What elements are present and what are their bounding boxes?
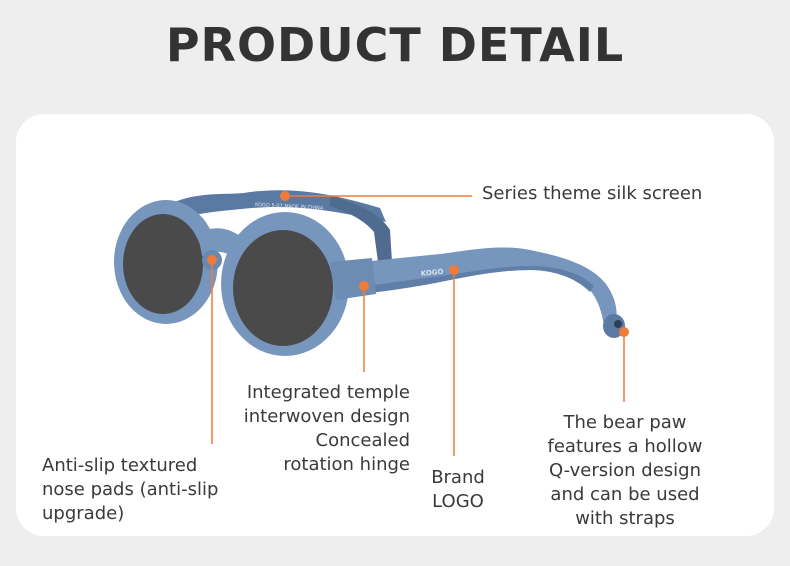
page-title: PRODUCT DETAIL	[165, 18, 625, 72]
hinge	[330, 258, 376, 300]
callout-lines	[211, 195, 625, 456]
callout-series-line-1: Series theme silk screen	[482, 183, 703, 204]
callout-temple-line-1: Integrated temple	[246, 382, 410, 403]
callout-temple-line-4: rotation hinge	[283, 454, 410, 475]
callout-temple-line-2: interwoven design	[243, 406, 410, 427]
callout-paw-line-2: features a hollow	[547, 436, 703, 457]
callout-dots	[207, 191, 629, 337]
callout-temple: Integrated temple interwoven design Conc…	[200, 381, 410, 477]
callout-brand: Brand LOGO	[410, 466, 506, 514]
callout-paw-line-3: Q-version design	[548, 460, 702, 481]
right-lens	[233, 230, 333, 346]
callout-brand-line-2: LOGO	[432, 491, 484, 512]
temple-print-text: KOGO 5-07 MADE IN CHINA	[255, 202, 324, 212]
bear-paw-hole	[614, 320, 622, 328]
far-temple-inner	[330, 196, 392, 262]
callout-paw: The bear paw features a hollow Q-version…	[530, 411, 720, 531]
brand-dot	[449, 265, 459, 275]
callout-temple-line-3: Concealed	[315, 430, 411, 451]
callout-paw-line-1: The bear paw	[563, 412, 687, 433]
callout-nose-line-1: Anti-slip textured	[42, 455, 198, 476]
callout-series: Series theme silk screen	[482, 182, 702, 206]
temple-logo-text: KOGO	[420, 268, 444, 278]
temple-dot	[359, 281, 369, 291]
callout-nose-line-3: upgrade)	[42, 503, 125, 524]
callout-paw-line-4: and can be used	[550, 484, 700, 505]
paw-dot	[619, 327, 629, 337]
series-dot	[280, 191, 290, 201]
nose-dot	[207, 255, 217, 265]
callout-nose: Anti-slip textured nose pads (anti-slip …	[42, 454, 218, 526]
product-card	[16, 114, 774, 536]
callout-brand-line-1: Brand	[431, 467, 485, 488]
left-lens	[123, 214, 203, 314]
callout-paw-line-5: with straps	[575, 508, 675, 529]
callout-nose-line-2: nose pads (anti-slip	[42, 479, 219, 500]
